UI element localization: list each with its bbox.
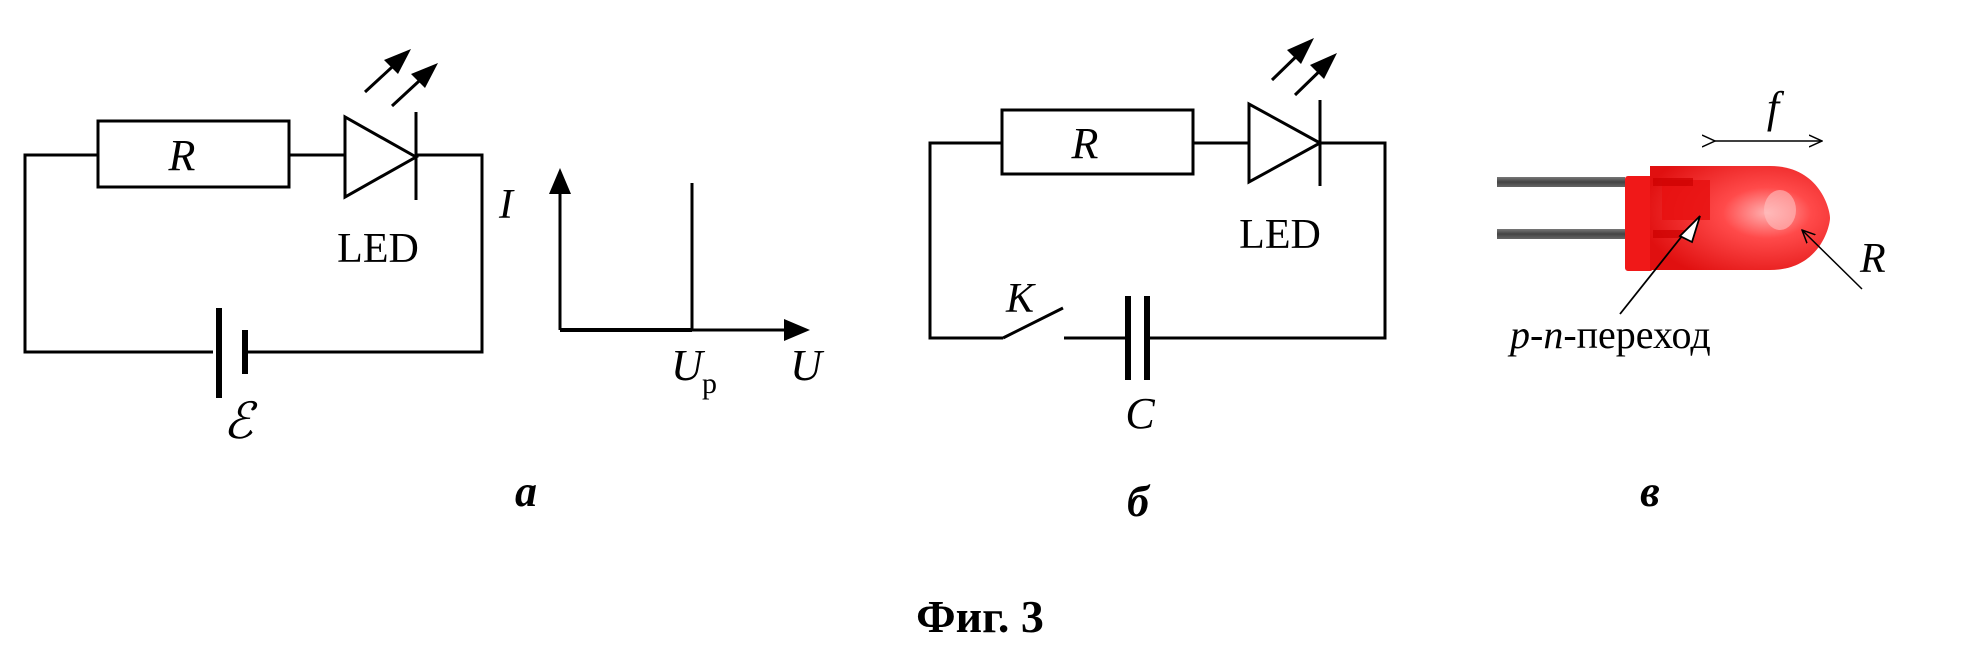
- junction-label-n: n: [1543, 312, 1563, 357]
- switch-label-b: K: [1005, 276, 1036, 322]
- wire-b-right: [1147, 141, 1387, 340]
- resistor-b: [1000, 108, 1195, 176]
- junction-label-dash: -: [1530, 312, 1543, 357]
- emission-arrowhead-2-b: [1310, 53, 1337, 79]
- threshold-main: U: [671, 341, 706, 390]
- figure-caption: Фиг. 3: [916, 591, 1044, 642]
- led-highlight: [1764, 190, 1796, 230]
- threshold-voltage-subscript: p: [702, 367, 717, 400]
- junction-label-p: p: [1507, 312, 1530, 357]
- iu-graph: [558, 183, 795, 332]
- junction-arrowhead: [1678, 215, 1701, 244]
- led-label-b: LED: [1239, 212, 1321, 258]
- led-diode-a: [343, 114, 420, 200]
- wire-a-left: [23, 153, 213, 354]
- radius-pointer: [1802, 230, 1863, 290]
- panel-a-label: а: [515, 467, 537, 516]
- x-axis-label: U: [790, 341, 825, 390]
- panel-c-label: в: [1640, 467, 1660, 516]
- x-axis-arrowhead: [784, 319, 810, 341]
- led-lead-bottom: [1497, 229, 1625, 239]
- led-flange: [1625, 176, 1653, 271]
- switch-k: [1002, 306, 1064, 340]
- resistor-label-a: R: [168, 131, 196, 180]
- junction-label-rest: -переход: [1563, 312, 1710, 357]
- current-label-a: I: [498, 182, 515, 228]
- emission-arrowhead-1-a: [384, 49, 411, 74]
- junction-label: p-n-переход: [1507, 312, 1711, 357]
- capacitor-label-b: C: [1125, 389, 1155, 438]
- wire-a-right: [246, 153, 484, 354]
- junction-pointer: [1619, 225, 1691, 315]
- iu-curve-horizontal: [560, 328, 692, 332]
- led-diode-b: [1247, 101, 1324, 185]
- resistor-label-b: R: [1071, 119, 1099, 168]
- led-photo: [1497, 166, 1830, 271]
- emission-arrowhead-2-a: [411, 63, 438, 88]
- panel-b-circuit: [928, 44, 1387, 380]
- radius-label: R: [1859, 236, 1886, 282]
- focal-label: f: [1767, 83, 1785, 132]
- threshold-voltage-label: U: [671, 341, 706, 390]
- led-inner-lead-top: [1653, 178, 1693, 186]
- emission-arrowhead-1-b: [1287, 38, 1314, 64]
- led-inner-lead-bottom: [1653, 230, 1693, 238]
- y-axis-arrowhead: [549, 168, 571, 194]
- emf-label-a: ℰ: [223, 393, 258, 449]
- wire-b-left: [928, 141, 1003, 340]
- led-label-a: LED: [337, 226, 419, 272]
- panel-b-label: б: [1127, 477, 1151, 526]
- led-die: [1662, 180, 1710, 220]
- led-lead-top: [1497, 177, 1625, 187]
